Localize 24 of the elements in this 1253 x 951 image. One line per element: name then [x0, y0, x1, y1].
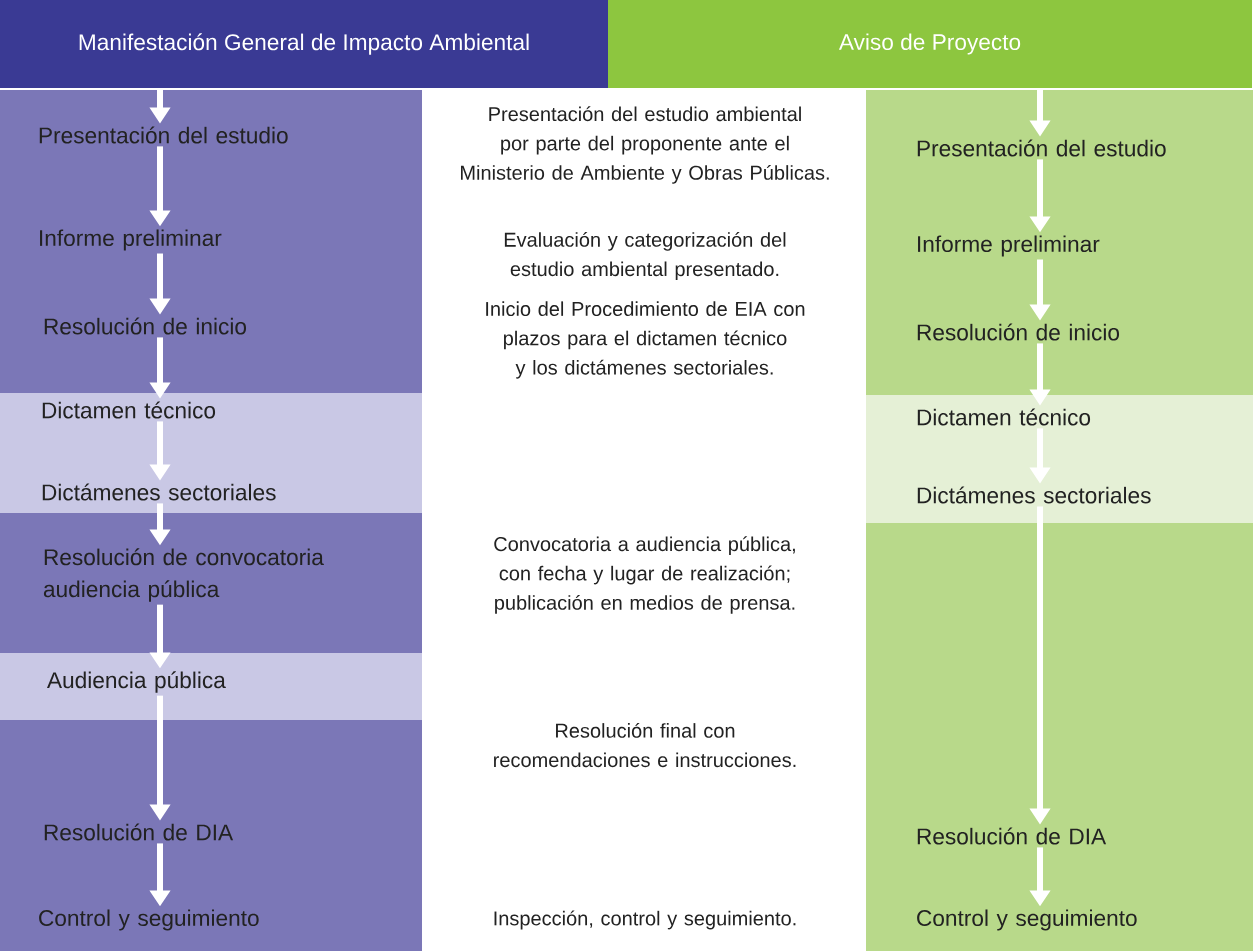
step-text: Presentación del estudio: [917, 139, 1166, 157]
description-text: Convocatoria a audiencia pública, con fecha y lugar de realización; publicación en medios de prensa.: [494, 536, 795, 614]
description-text: Inicio del Procedimiento de EIA con plazos para el dictamen técnico y los dictámenes sectoriales.: [486, 301, 805, 379]
description-text: Inspección, control y seguimiento.: [494, 910, 796, 930]
step-text: Informe preliminar: [918, 235, 1100, 257]
step-text: Audiencia pública: [47, 671, 226, 693]
step-text: Dictámenes sectoriales: [42, 483, 276, 501]
step-text: Resolución de inicio: [917, 323, 1120, 341]
step-text: Control y seguimiento: [39, 909, 259, 931]
description-text: Resolución final con recomendaciones e instrucciones.: [494, 722, 796, 768]
step-text: Resolución de convocatoria audiencia pública: [43, 548, 324, 602]
step-text: Control y seguimiento: [917, 909, 1137, 931]
header-band: Aviso de Proyecto: [608, 0, 1252, 88]
description-text: Presentación del estudio ambiental por parte del proponente ante el Ministerio de Ambiente y Obras Públicas.: [461, 106, 829, 184]
step-text: Dictámenes sectoriales: [917, 486, 1151, 504]
step-text: Dictamen técnico: [917, 408, 1091, 426]
step-text: Resolución de DIA: [917, 827, 1107, 845]
step-text: Dictamen técnico: [42, 401, 216, 419]
step-text: Presentación del estudio: [39, 126, 288, 144]
step-text: Informe preliminar: [40, 229, 222, 251]
header-band: Manifestación General de Impacto Ambiental: [0, 0, 608, 88]
step-text: Resolución de inicio: [44, 317, 247, 335]
description-text: Evaluación y categorización del estudio ambiental presentado.: [504, 231, 786, 281]
step-text: Resolución de DIA: [44, 823, 234, 841]
